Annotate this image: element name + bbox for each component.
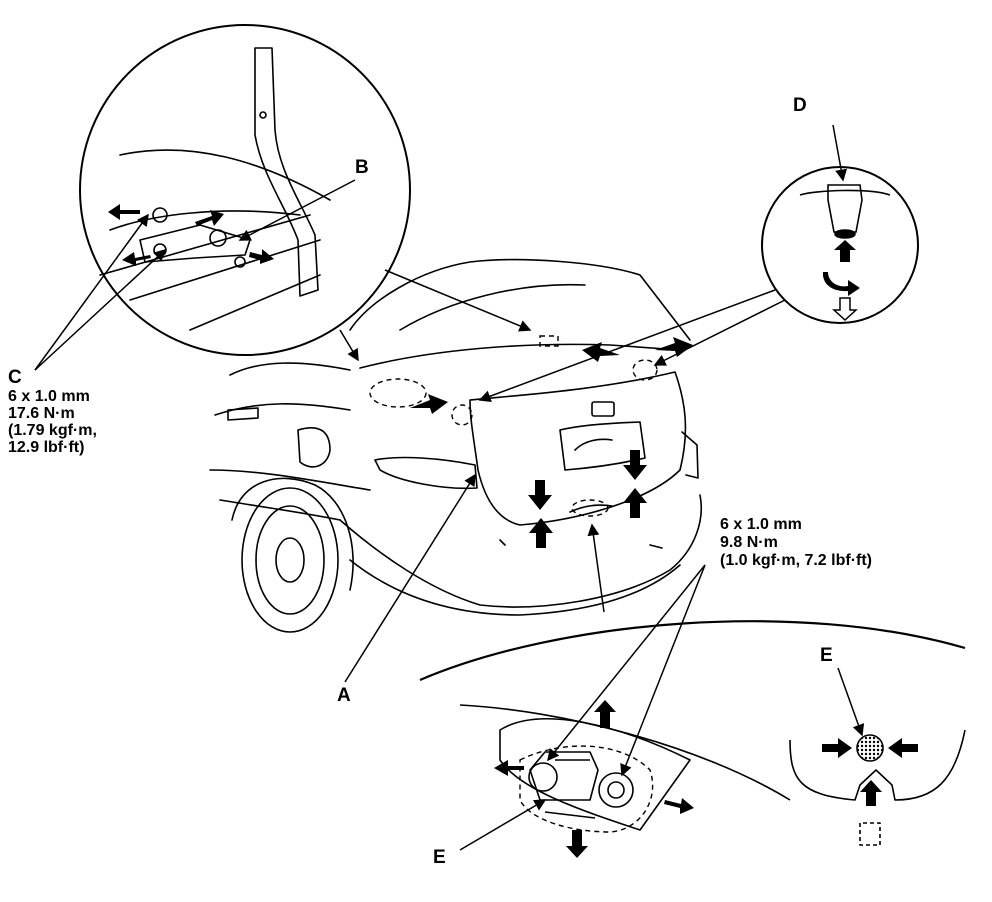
callout-c: C [8, 367, 22, 388]
car-body [209, 258, 702, 633]
hinge-bolt-torque: 17.6 N·m [8, 405, 75, 422]
stopper-part [799, 184, 891, 239]
hinge-detail-circle [79, 24, 411, 356]
latch-bolt-torque-alt: (1.0 kgf·m, 7.2 lbf·ft) [720, 552, 873, 569]
adjustment-arrows-car [410, 337, 693, 548]
callout-e-detail: E [820, 645, 833, 666]
hinge-arrows [108, 204, 274, 266]
hinge-bolt-torque-lbf: 12.9 lbf·ft) [8, 439, 85, 456]
stopper-arrows [822, 240, 860, 322]
latch-detail [459, 704, 791, 831]
hinge-assembly [99, 47, 331, 331]
stopper-detail-circle [761, 166, 919, 324]
latch-arrows [494, 700, 694, 858]
latch-detail-frame [419, 620, 966, 682]
latch-bolt-torque: 9.8 N·m [720, 534, 778, 551]
callout-d: D [793, 95, 807, 116]
latch-dashed-outline [519, 745, 654, 833]
callout-a: A [337, 685, 351, 706]
latch-bolt-size: 6 x 1.0 mm [720, 516, 802, 533]
callout-e-hinge: E [433, 847, 446, 868]
e-stop-arrows [822, 738, 918, 806]
leader-lines [34, 124, 865, 851]
e-stop-detail [789, 729, 966, 846]
hinge-bolt-size: 6 x 1.0 mm [8, 388, 90, 405]
hinge-bolt-torque-kgf: (1.79 kgf·m, [8, 422, 97, 439]
callout-b: B [355, 157, 369, 178]
mount-point-markers [369, 335, 658, 517]
